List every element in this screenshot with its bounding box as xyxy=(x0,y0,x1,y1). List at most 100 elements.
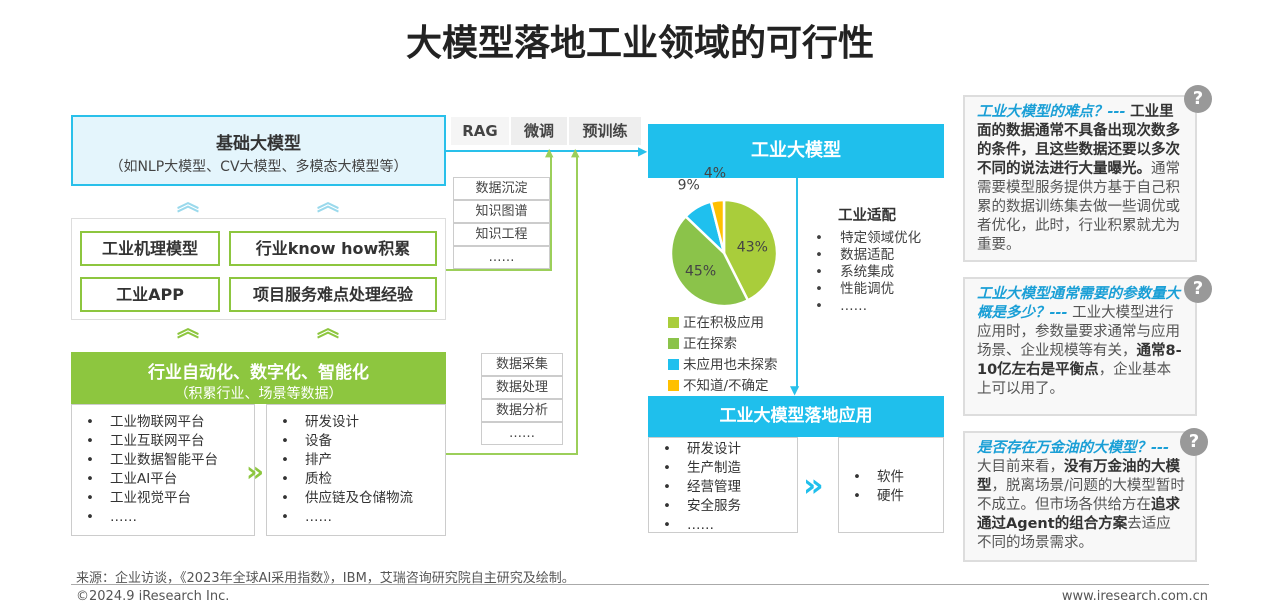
knowledge-list-item: …… xyxy=(453,246,550,269)
qa-bold: 没有万金油的大模型 xyxy=(977,459,1180,494)
connector-line xyxy=(446,269,551,271)
qa-box-universal-model: 是否存在万金油的大模型？--- 大目前来看，没有万金油的大模型，脱离场景/问题的… xyxy=(963,431,1197,562)
pie-data-label: 45% xyxy=(685,263,716,279)
list-item: • 性能调优 xyxy=(815,281,895,297)
base-model-subtitle: （如NLP大模型、CV大模型、多模态大模型等） xyxy=(109,159,408,175)
qa-text: 通常需要模型服务提供方基于自己积累的数据训练集去做一些调优或者优化，此时，行业积… xyxy=(977,161,1180,253)
double-up-chevron-icon: ︽ xyxy=(316,191,339,216)
arrow-up-icon: ▲ xyxy=(571,146,580,159)
method-finetune: 微调 xyxy=(511,117,567,145)
pie-data-label: 4% xyxy=(704,165,726,181)
list-item: •生产制造 xyxy=(663,460,741,476)
method-pretrain: 预训练 xyxy=(569,117,641,145)
pie-slice xyxy=(722,198,779,303)
pie-slice xyxy=(709,198,726,254)
qa-question: 工业大模型通常需要的参数量大概是多少？--- xyxy=(977,286,1180,321)
arrow-down-icon: ▼ xyxy=(790,383,800,397)
legend-item: 正在积极应用 xyxy=(668,313,778,334)
pie-data-label: 43% xyxy=(737,239,768,255)
pie-data-label: 9% xyxy=(678,178,700,194)
knowledge-box: 工业APP xyxy=(80,277,220,312)
source-note: 来源：企业访谈，《2023年全球AI采用指数》，IBM，艾瑞咨询研究院自主研究及… xyxy=(76,571,575,586)
connector-line xyxy=(550,156,552,271)
arrow-right-icon: ▶ xyxy=(638,144,648,158)
data-list-item: …… xyxy=(481,422,563,445)
list-item: •经营管理 xyxy=(663,479,741,495)
qa-text: 工业大模型进行应用时，参数量要求通常与应用场景、企业规模等有关， xyxy=(977,305,1180,359)
platform-list: •工业物联网平台 •工业互联网平台 •工业数据智能平台 •工业AI平台 •工业视… xyxy=(71,404,255,536)
qa-bold: 通常8-10亿左右是平衡点 xyxy=(977,343,1182,378)
list-item: •安全服务 xyxy=(663,498,741,514)
digitalization-header: 行业自动化、数字化、智能化 （积累行业、场景等数据） xyxy=(71,352,446,404)
list-item: •研发设计 xyxy=(663,441,741,457)
digitalization-title: 行业自动化、数字化、智能化 xyxy=(148,363,369,383)
qa-bold: 追求通过Agent的组合方案 xyxy=(977,497,1180,532)
base-model-box: 基础大模型 （如NLP大模型、CV大模型、多模态大模型等） xyxy=(71,115,446,186)
list-item: •…… xyxy=(663,517,714,533)
question-icon: ? xyxy=(1184,85,1212,113)
page-title: 大模型落地工业领域的可行性 xyxy=(405,23,874,64)
knowledge-list-item: 数据沉淀 xyxy=(453,177,550,200)
list-item: •…… xyxy=(281,509,332,525)
application-header: 工业大模型落地应用 xyxy=(648,396,944,437)
list-item: •软件 xyxy=(853,469,904,485)
qa-box-difficulty: 工业大模型的难点？--- 工业里面的数据通常不具备出现次数多的条件，且这些数据还… xyxy=(963,95,1197,262)
hardware-software-list: •软件 •硬件 xyxy=(838,437,944,533)
double-up-chevron-icon: ︽ xyxy=(176,191,199,216)
list-item: •工业视觉平台 xyxy=(86,490,191,506)
double-up-chevron-icon: ︽ xyxy=(316,317,339,342)
qa-text: 大目前来看， xyxy=(977,459,1064,475)
pie-slice xyxy=(669,214,750,308)
website-link[interactable]: www.iresearch.com.cn xyxy=(1061,589,1208,604)
double-up-chevron-icon: ︽ xyxy=(176,317,199,342)
application-list: •研发设计 •生产制造 •经营管理 •安全服务 •…… xyxy=(648,437,798,533)
list-item: • 系统集成 xyxy=(815,264,895,280)
list-item: •设备 xyxy=(281,433,332,449)
list-item: •工业数据智能平台 xyxy=(86,452,218,468)
qa-text: 去适应不同的场景需求。 xyxy=(977,516,1171,551)
pie-legend: 正在积极应用 正在探索 未应用也未探索 不知道/不确定 xyxy=(668,313,778,397)
qa-question: 是否存在万金油的大模型？--- xyxy=(977,440,1170,456)
list-item: •工业互联网平台 xyxy=(86,433,205,449)
connector-line xyxy=(446,453,578,455)
list-item: •研发设计 xyxy=(281,414,359,430)
list-item: •…… xyxy=(86,509,137,525)
legend-item: 不知道/不确定 xyxy=(668,376,778,397)
list-item: •供应链及仓储物流 xyxy=(281,490,413,506)
connector-line xyxy=(576,156,578,455)
qa-question: 工业大模型的难点？--- xyxy=(977,104,1126,120)
industrial-model-header: 工业大模型 xyxy=(648,124,944,178)
knowledge-container xyxy=(71,218,446,320)
knowledge-box: 项目服务难点处理经验 xyxy=(229,277,437,312)
arrow-up-icon: ▲ xyxy=(545,146,554,159)
digitalization-subtitle: （积累行业、场景等数据） xyxy=(174,386,343,402)
double-right-chevron-icon: » xyxy=(803,466,824,504)
legend-item: 正在探索 xyxy=(668,334,778,355)
double-right-chevron-icon: » xyxy=(246,455,265,488)
adapt-title: 工业适配 xyxy=(838,208,896,224)
qa-text: ，企业基本上可以用了。 xyxy=(977,362,1172,397)
footer-divider xyxy=(71,584,1209,585)
adoption-pie-chart: 43% 45% 9%4% xyxy=(669,165,779,308)
base-model-title: 基础大模型 xyxy=(216,134,301,154)
list-item: • 特定领域优化 xyxy=(815,230,922,246)
qa-box-parameters: 工业大模型通常需要的参数量大概是多少？--- 工业大模型进行应用时，参数量要求通… xyxy=(963,277,1197,416)
data-list-item: 数据采集 xyxy=(481,353,563,376)
copyright: ©2024.9 iResearch Inc. xyxy=(76,589,230,604)
list-item: •排产 xyxy=(281,452,332,468)
data-list-item: 数据处理 xyxy=(481,376,563,399)
list-item: •质检 xyxy=(281,471,332,487)
qa-text: ，脱离场景/问题的大模型暂时不成立。但市场各供给方在 xyxy=(977,478,1185,513)
knowledge-box: 行业know how积累 xyxy=(229,231,437,266)
legend-item: 未应用也未探索 xyxy=(668,355,778,376)
connector-line xyxy=(446,150,642,152)
method-rag: RAG xyxy=(451,117,509,145)
data-list-item: 数据分析 xyxy=(481,399,563,422)
question-icon: ? xyxy=(1184,275,1212,303)
connector-line xyxy=(796,178,798,388)
list-item: •工业物联网平台 xyxy=(86,414,205,430)
knowledge-list-item: 知识图谱 xyxy=(453,200,550,223)
list-item: •硬件 xyxy=(853,488,904,504)
list-item: •工业AI平台 xyxy=(86,471,178,487)
knowledge-box: 工业机理模型 xyxy=(80,231,220,266)
